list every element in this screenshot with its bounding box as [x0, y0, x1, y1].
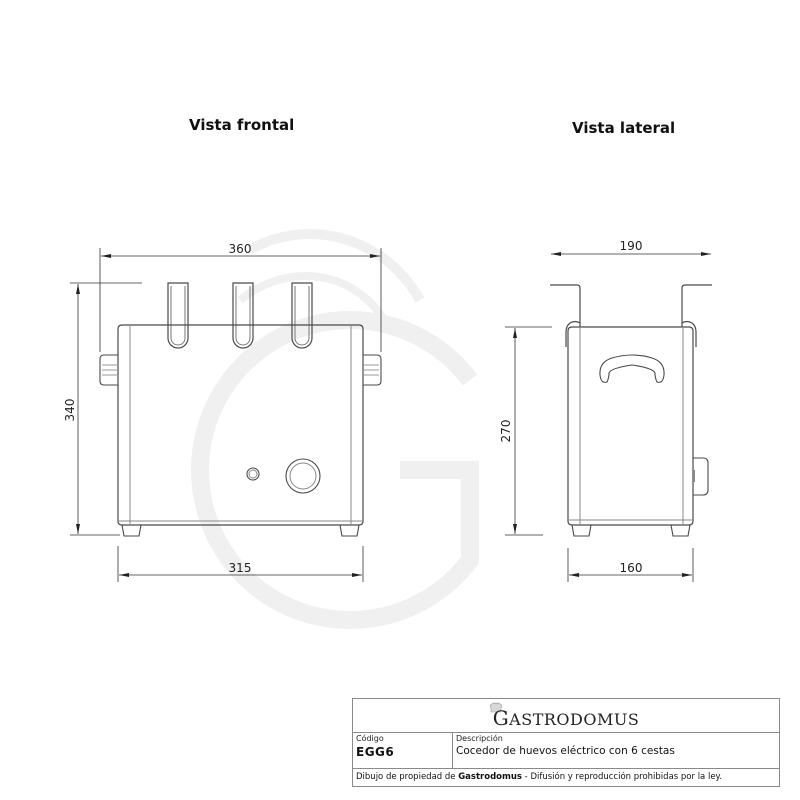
side-connector: [693, 457, 709, 496]
watermark-logo: [191, 229, 479, 629]
title-block-brand-row: GASTRODOMUS: [353, 699, 779, 733]
left-knob: [99, 354, 118, 386]
basket-handle-2: [232, 282, 254, 349]
right-knob: [363, 354, 382, 386]
chef-hat-logo-icon: [489, 702, 503, 713]
carry-handle: [599, 354, 665, 383]
side-body: [567, 326, 694, 526]
notice-suffix: - Difusión y reproducción prohibidas por…: [521, 772, 723, 782]
indicator-light: [246, 467, 260, 481]
code-label: Código: [356, 734, 384, 743]
dim-side-height: 270: [499, 420, 513, 443]
dim-front-overall-width: 360: [229, 242, 252, 256]
control-dial: [285, 458, 321, 494]
front-dimensions: [70, 248, 382, 582]
side-dimensions: [505, 252, 711, 582]
side-view-drawing: [550, 284, 712, 537]
side-foot-right: [670, 524, 691, 537]
front-foot-left: [121, 524, 142, 537]
basket-handle-3: [291, 282, 313, 349]
title-block: GASTRODOMUS Código EGG6 Descripción Coce…: [352, 698, 780, 787]
dim-side-overall-width: 190: [620, 239, 643, 253]
description-cell: Descripción Cocedor de huevos eléctrico …: [453, 733, 779, 770]
brand-logo: GASTRODOMUS: [353, 706, 779, 730]
basket-handle-1: [167, 282, 189, 349]
front-view-drawing: [99, 282, 382, 537]
dim-front-body-width: 315: [229, 561, 252, 575]
title-block-info-row: Código EGG6 Descripción Cocedor de huevo…: [353, 733, 779, 769]
ownership-notice: Dibujo de propiedad de Gastrodomus - Dif…: [353, 769, 779, 788]
code-cell: Código EGG6: [353, 733, 453, 768]
brand-initial: G: [492, 706, 510, 730]
side-view-title: Vista lateral: [572, 119, 676, 137]
code-value: EGG6: [356, 745, 395, 759]
notice-owner: Gastrodomus: [458, 772, 522, 782]
side-foot-left: [571, 524, 592, 537]
notice-prefix: Dibujo de propiedad de: [356, 772, 459, 782]
right-hook: [681, 284, 712, 347]
dim-side-body-width: 160: [620, 561, 643, 575]
dim-front-height: 340: [63, 399, 77, 422]
front-view-title: Vista frontal: [189, 116, 295, 134]
description-value: Cocedor de huevos eléctrico con 6 cestas: [456, 745, 675, 757]
brand-name: ASTRODOMUS: [509, 710, 640, 729]
front-foot-right: [339, 524, 360, 537]
left-hook: [550, 284, 581, 347]
description-label: Descripción: [456, 734, 503, 743]
